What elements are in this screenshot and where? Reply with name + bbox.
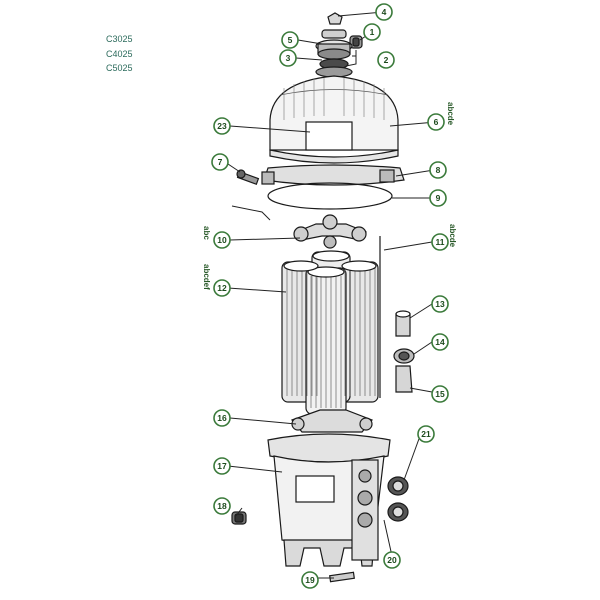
callout-circle xyxy=(279,49,297,67)
relief-cap-part xyxy=(349,35,363,49)
callout-8: 8 xyxy=(429,161,447,179)
callout-11: 11 abcde xyxy=(431,224,457,251)
callout-number: 17 xyxy=(217,461,227,471)
callout-number: 3 xyxy=(286,53,291,63)
callout-circle xyxy=(213,409,231,427)
callout-23: 23 xyxy=(213,117,231,135)
callout-number: 4 xyxy=(382,7,387,17)
model-list: C3025 C4025 C5025 xyxy=(106,32,133,76)
o-ring-part xyxy=(267,182,393,210)
callout-20: 20 xyxy=(383,551,401,569)
callout-circle xyxy=(213,231,231,249)
callout-number: 10 xyxy=(217,235,227,245)
callout-21: 21 xyxy=(417,425,435,443)
clamp-ring-part xyxy=(261,164,405,186)
callout-number: 23 xyxy=(217,121,227,131)
callout-1: 1 xyxy=(363,23,381,41)
tank-lid-part xyxy=(269,75,399,164)
union-fittings-part xyxy=(387,476,409,522)
variant-letters: abcdef xyxy=(202,264,211,290)
callout-5: 5 xyxy=(281,31,299,49)
callout-circle xyxy=(383,551,401,569)
callout-circle xyxy=(211,153,229,171)
callout-circle xyxy=(417,425,435,443)
callout-16: 16 xyxy=(213,409,231,427)
callout-number: 21 xyxy=(421,429,431,439)
callout-circle xyxy=(301,571,319,589)
callout-10: 10 abc xyxy=(202,226,231,249)
fittings-part xyxy=(393,310,415,393)
callout-circle xyxy=(281,31,299,49)
callout-circle xyxy=(363,23,381,41)
callout-number: 5 xyxy=(288,35,293,45)
callout-circle xyxy=(213,279,231,297)
callout-6: 6 abcde xyxy=(427,102,455,131)
callout-number: 12 xyxy=(217,283,227,293)
filter-cartridges-part xyxy=(281,250,379,415)
callout-number: 16 xyxy=(217,413,227,423)
callout-circle xyxy=(431,333,449,351)
callout-circle xyxy=(431,233,449,251)
callout-number: 19 xyxy=(305,575,315,585)
callout-circle xyxy=(213,457,231,475)
callout-circle xyxy=(429,161,447,179)
callout-circle xyxy=(213,497,231,515)
callout-number: 11 xyxy=(436,237,445,247)
callout-circle xyxy=(431,385,449,403)
callout-number: 15 xyxy=(435,389,445,399)
callout-7: 7 xyxy=(211,153,229,171)
manifold-part xyxy=(293,214,367,249)
callout-circle xyxy=(377,51,395,69)
callout-17: 17 xyxy=(213,457,231,475)
model-name: C5025 xyxy=(106,63,133,73)
callout-number: 2 xyxy=(384,55,389,65)
variant-letters: abc xyxy=(202,226,211,240)
valve-stack-part xyxy=(315,29,353,78)
variant-letters: abcde xyxy=(446,102,455,126)
callout-number: 18 xyxy=(217,501,227,511)
callout-circle xyxy=(431,295,449,313)
callout-14: 14 xyxy=(431,333,449,351)
callout-number: 13 xyxy=(435,299,445,309)
callout-3: 3 xyxy=(279,49,297,67)
callout-9: 9 xyxy=(429,189,447,207)
callout-circle xyxy=(429,189,447,207)
clamp-bolt-part xyxy=(236,169,260,186)
callout-number: 7 xyxy=(218,157,223,167)
callout-number: 20 xyxy=(387,555,397,565)
callout-number: 14 xyxy=(435,337,445,347)
variant-letters: abcde xyxy=(448,224,457,248)
callout-2: 2 xyxy=(377,51,395,69)
callout-12: 12 abcdef xyxy=(202,264,231,297)
callout-number: 8 xyxy=(436,165,441,175)
drain-plug-part xyxy=(231,511,247,525)
callout-number: 9 xyxy=(436,193,441,203)
callout-13: 13 xyxy=(431,295,449,313)
strap-line xyxy=(231,205,271,221)
callout-circle xyxy=(375,3,393,21)
callout-19: 19 xyxy=(301,571,319,589)
clip-part xyxy=(329,571,355,583)
air-relief-valve-part xyxy=(327,12,343,25)
callout-number: 1 xyxy=(370,27,375,37)
tank-body-part xyxy=(267,433,391,567)
parts-illustration xyxy=(231,12,415,583)
callout-circle xyxy=(213,117,231,135)
callout-15: 15 xyxy=(431,385,449,403)
lower-manifold-part xyxy=(290,409,373,433)
callout-circle xyxy=(427,113,445,131)
callout-4: 4 xyxy=(375,3,393,21)
callout-number: 6 xyxy=(434,117,439,127)
callout-18: 18 xyxy=(213,497,231,515)
leader-lines xyxy=(227,11,437,579)
model-name: C3025 xyxy=(106,34,133,44)
model-name: C4025 xyxy=(106,48,133,59)
